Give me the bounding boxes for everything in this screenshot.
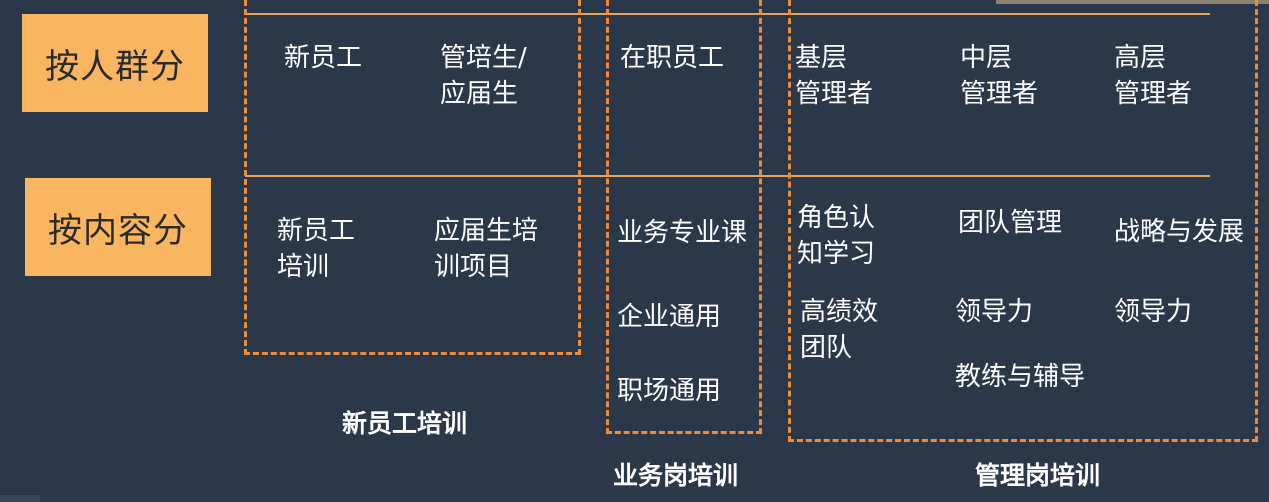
content-leadership-mid: 领导力 <box>955 297 1034 327</box>
content-strategy-development: 战略与发展 <box>1114 217 1245 247</box>
new-employee-group-frame <box>244 0 581 355</box>
caption-new-employee: 新员工培训 <box>342 409 468 438</box>
people-new-employee: 新员工 <box>284 43 363 73</box>
middle-separator-line <box>245 175 1210 177</box>
content-workplace-general: 职场通用 <box>617 376 722 406</box>
content-coaching-mentoring: 教练与辅导 <box>955 362 1086 392</box>
corner-mark <box>0 495 40 502</box>
content-high-performance-team: 高绩效 团队 <box>800 297 879 363</box>
top-separator-line <box>245 13 1210 15</box>
people-middle-manager: 中层 管理者 <box>960 43 1039 109</box>
row-label-people-text: 按人群分 <box>45 46 185 87</box>
management-group-frame <box>788 0 1258 442</box>
content-business-professional: 业务专业课 <box>617 218 748 248</box>
photo-strip <box>996 0 1269 4</box>
caption-business: 业务岗培训 <box>613 461 739 490</box>
row-label-people: 按人群分 <box>22 14 208 112</box>
content-leadership-senior: 领导力 <box>1114 297 1193 327</box>
row-label-content-text: 按内容分 <box>48 210 188 251</box>
people-junior-manager: 基层 管理者 <box>795 43 874 109</box>
business-group-frame <box>606 0 762 434</box>
content-team-management: 团队管理 <box>958 208 1063 238</box>
content-graduate-program: 应届生培 训项目 <box>434 216 539 282</box>
people-senior-manager: 高层 管理者 <box>1114 43 1193 109</box>
content-enterprise-general: 企业通用 <box>617 302 722 332</box>
caption-management: 管理岗培训 <box>975 461 1101 490</box>
people-trainee-graduate: 管培生/ 应届生 <box>440 43 527 109</box>
row-label-content: 按内容分 <box>25 178 211 276</box>
content-role-cognition: 角色认 知学习 <box>797 203 876 269</box>
people-incumbent-staff: 在职员工 <box>620 43 725 73</box>
content-new-employee-training: 新员工 培训 <box>277 216 356 282</box>
